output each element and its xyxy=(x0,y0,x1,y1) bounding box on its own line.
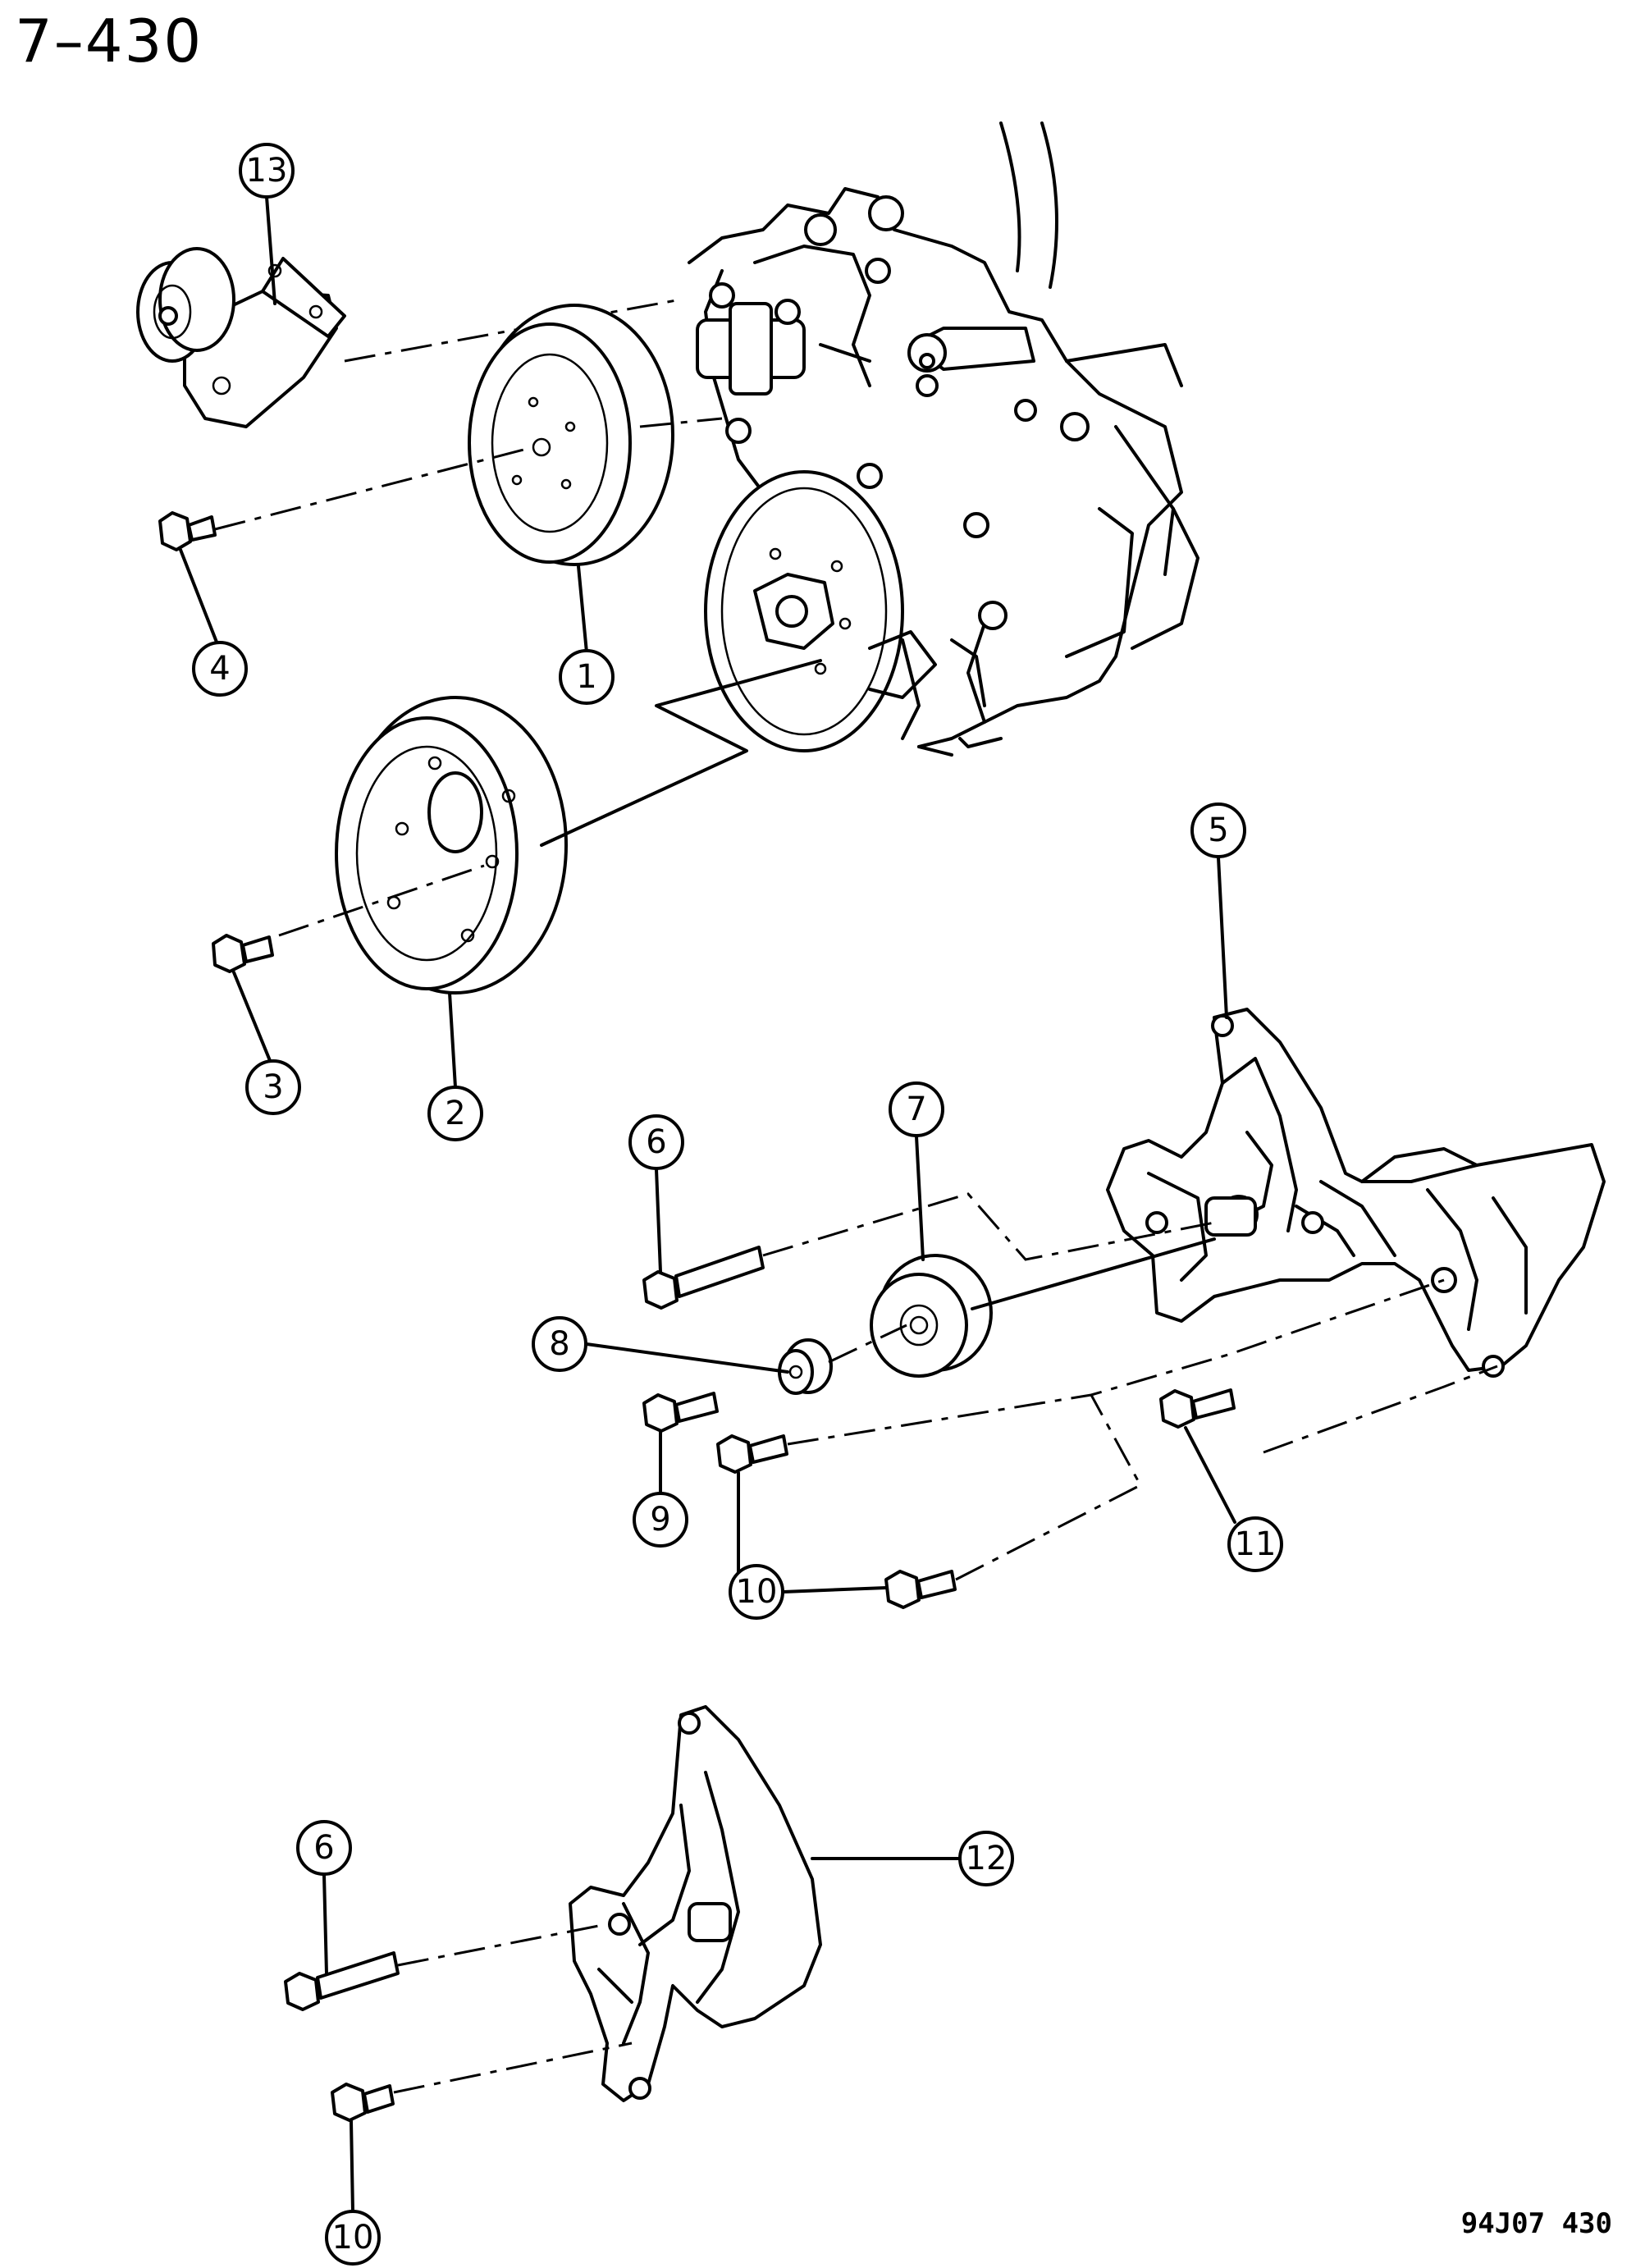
accessory-bracket-assembly xyxy=(1106,1008,1606,1378)
callout-9: 9 xyxy=(633,1492,688,1548)
callout-4: 4 xyxy=(192,641,248,697)
callout-2: 2 xyxy=(427,1086,483,1141)
callout-8: 8 xyxy=(532,1316,587,1372)
svg-text:5: 5 xyxy=(1208,812,1228,849)
svg-text:4: 4 xyxy=(209,650,230,688)
callout-11: 11 xyxy=(1227,1516,1283,1572)
tensioner-assembly xyxy=(136,247,346,428)
svg-text:10: 10 xyxy=(736,1573,778,1611)
bolt-3 xyxy=(212,934,274,973)
svg-text:3: 3 xyxy=(263,1068,283,1106)
callout-1: 1 xyxy=(559,649,615,705)
svg-text:13: 13 xyxy=(246,152,288,190)
svg-text:8: 8 xyxy=(549,1325,569,1363)
bolt-4 xyxy=(158,511,217,551)
svg-text:11: 11 xyxy=(1235,1525,1277,1563)
svg-text:12: 12 xyxy=(966,1840,1008,1877)
svg-text:9: 9 xyxy=(650,1501,670,1539)
svg-text:1: 1 xyxy=(576,658,596,696)
illustration-code: 94J07 430 xyxy=(1460,2207,1612,2240)
water-pump-pulley xyxy=(468,304,674,566)
svg-text:6: 6 xyxy=(646,1123,666,1161)
bracket-12 xyxy=(569,1705,822,2102)
callout-13: 13 xyxy=(239,143,295,199)
callout-12: 12 xyxy=(958,1831,1014,1886)
svg-text:10: 10 xyxy=(332,2219,374,2257)
bolt-10-lower xyxy=(884,1570,957,1609)
svg-text:2: 2 xyxy=(445,1095,465,1132)
crankshaft-damper xyxy=(704,470,937,752)
bolt-10-upper xyxy=(716,1434,788,1474)
bolt-11 xyxy=(1159,1388,1236,1429)
spacer xyxy=(778,1338,833,1395)
bolt-9 xyxy=(642,1392,719,1433)
long-bolt-6-lower xyxy=(284,1951,400,2011)
callout-3: 3 xyxy=(245,1059,301,1115)
bolt-10-bottom xyxy=(331,2083,395,2122)
engine-block xyxy=(688,121,1199,757)
page-number: 7–430 xyxy=(15,7,203,75)
callout-6-lower: 6 xyxy=(296,1820,352,1876)
callout-7: 7 xyxy=(889,1081,944,1137)
idler-pulley xyxy=(870,1254,993,1378)
callout-5: 5 xyxy=(1190,802,1246,858)
callout-6-middle: 6 xyxy=(628,1114,684,1170)
svg-text:7: 7 xyxy=(906,1091,926,1128)
callout-10-bottom: 10 xyxy=(325,2210,381,2266)
long-bolt-6 xyxy=(642,1246,765,1310)
svg-text:6: 6 xyxy=(313,1829,334,1867)
crankshaft-pulley xyxy=(335,696,568,995)
callout-10-middle: 10 xyxy=(729,1564,784,1620)
